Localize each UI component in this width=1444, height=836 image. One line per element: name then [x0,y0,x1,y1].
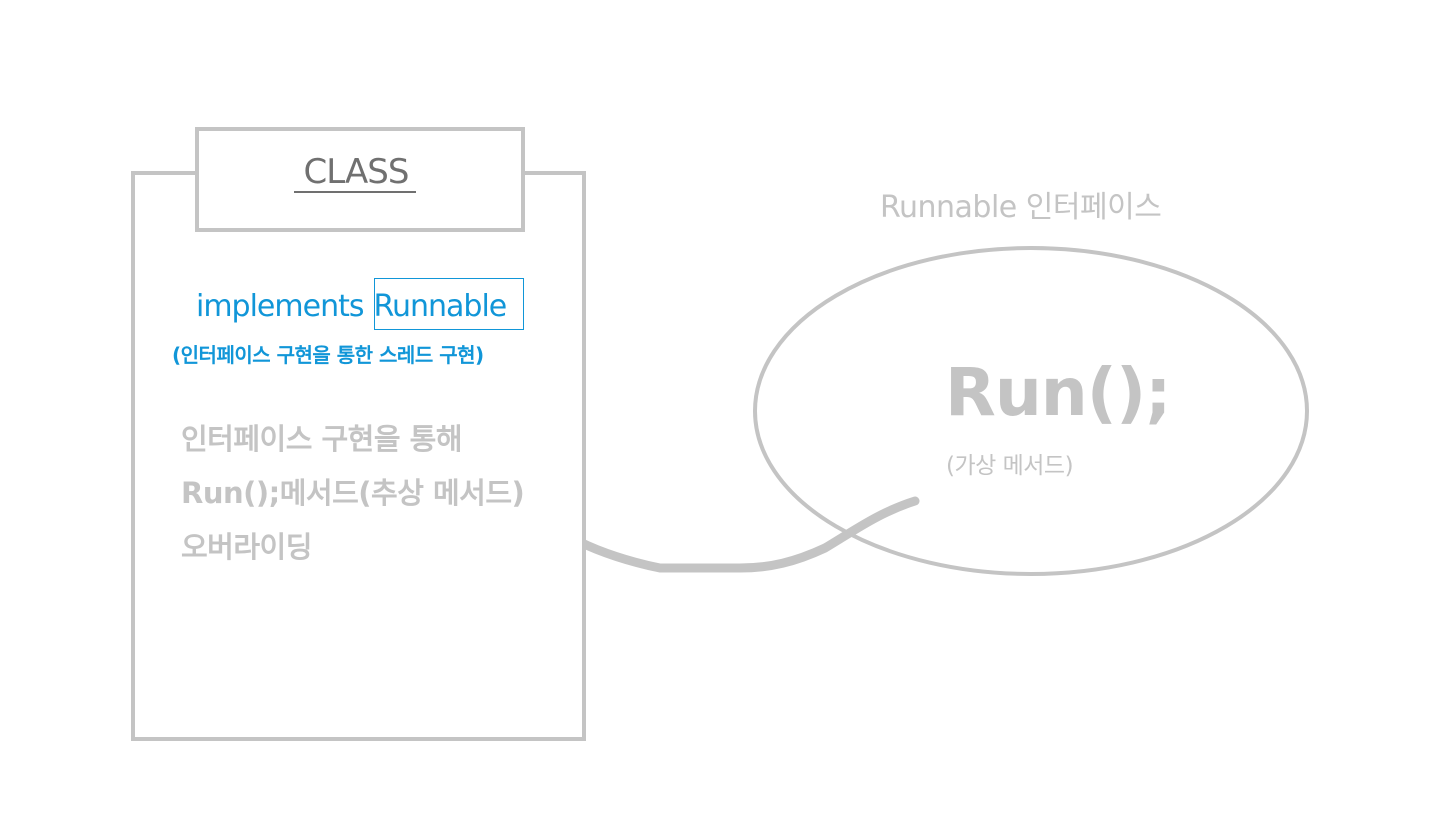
implements-keyword: implements [196,289,364,324]
class-title-underline [294,191,416,193]
class-title: CLASS [303,152,410,192]
interface-label: Runnable 인터페이스 [880,190,1162,225]
override-arrow-line [536,496,920,573]
description-line: Run();메서드(추상 메서드) [181,476,525,510]
interface-method: Run(); [945,354,1172,431]
interface-method-note: (가상 메서드) [946,453,1074,479]
implements-target-highlight [374,278,524,330]
class-title-tab [195,127,525,232]
implements-target: Runnable [373,289,507,324]
description-line: 인터페이스 구현을 통해 [181,422,463,456]
class-subtitle: (인터페이스 구현을 통한 스레드 구현) [172,343,484,367]
class-box [131,171,586,741]
description-line: 오버라이딩 [181,530,312,564]
implements-line: implements Runnable [196,278,524,330]
class-description: 인터페이스 구현을 통해 Run();메서드(추상 메서드) 오버라이딩 [181,412,525,574]
